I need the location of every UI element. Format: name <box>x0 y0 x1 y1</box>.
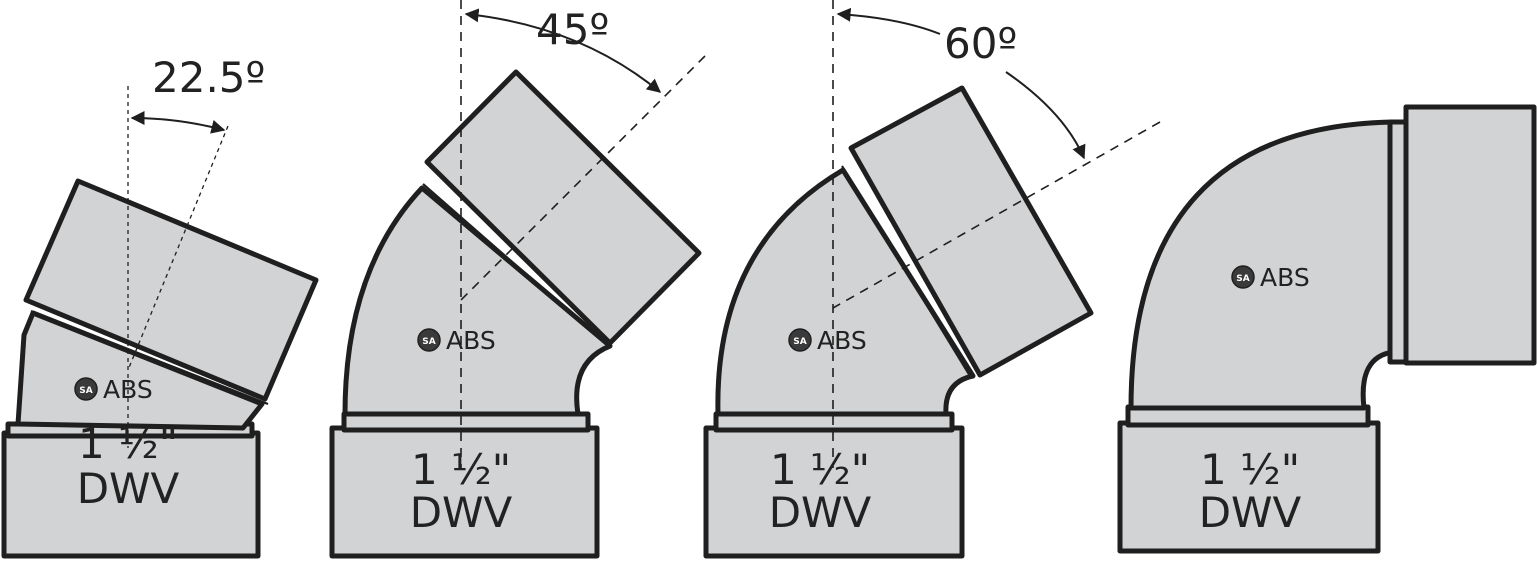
hub-bottom <box>329 425 600 559</box>
type-label: DWV <box>769 488 872 537</box>
angled-reference-line <box>127 125 229 371</box>
material-mark: ABS <box>1260 263 1310 292</box>
csa-logo-icon: SA <box>74 377 98 401</box>
csa-logo-icon: SA <box>788 328 812 352</box>
elbow-body <box>715 167 976 417</box>
hub-bottom <box>703 425 965 559</box>
elbow-body <box>15 310 265 431</box>
elbow-body <box>1128 119 1397 411</box>
svg-text:SA: SA <box>422 337 435 347</box>
size-label: 1 ½" <box>411 445 511 494</box>
material-mark: ABS <box>817 326 867 355</box>
angle-label: 22.5º <box>152 53 265 102</box>
material-mark: ABS <box>446 326 496 355</box>
type-label: DWV <box>1199 488 1302 537</box>
hub-top <box>424 69 702 346</box>
type-label: DWV <box>410 488 513 537</box>
hub-bottom <box>1 430 261 559</box>
angle-label: 60º <box>944 19 1017 68</box>
size-label: 1 ½" <box>1200 445 1300 494</box>
angle-arrow-end <box>1005 71 1086 160</box>
csa-logo-icon: SA <box>417 328 441 352</box>
fitting-60: 60º SA ABS 1 ½" DWV <box>703 0 1161 559</box>
fitting-90: SA ABS 1 ½" DWV <box>1117 104 1537 554</box>
type-label: DWV <box>77 464 180 513</box>
fitting-22-5: 22.5º SA ABS 1 ½" DWV <box>1 53 319 559</box>
hub-top <box>23 178 319 402</box>
angle-label: 45º <box>536 5 609 54</box>
material-mark: ABS <box>103 375 153 404</box>
size-label: 1 ½" <box>770 445 870 494</box>
elbow-body <box>342 185 613 417</box>
svg-text:SA: SA <box>79 386 92 396</box>
svg-text:SA: SA <box>1236 274 1249 284</box>
svg-text:SA: SA <box>793 337 806 347</box>
hub-right <box>1403 104 1537 366</box>
size-label: 1 ½" <box>78 419 178 468</box>
angle-arrow <box>130 111 226 134</box>
csa-logo-icon: SA <box>1231 265 1255 289</box>
fitting-45: 45º SA ABS 1 ½" DWV <box>329 0 706 559</box>
angle-arrow <box>464 8 662 93</box>
hub-top <box>848 85 1094 378</box>
angle-arrow-start <box>836 7 941 35</box>
